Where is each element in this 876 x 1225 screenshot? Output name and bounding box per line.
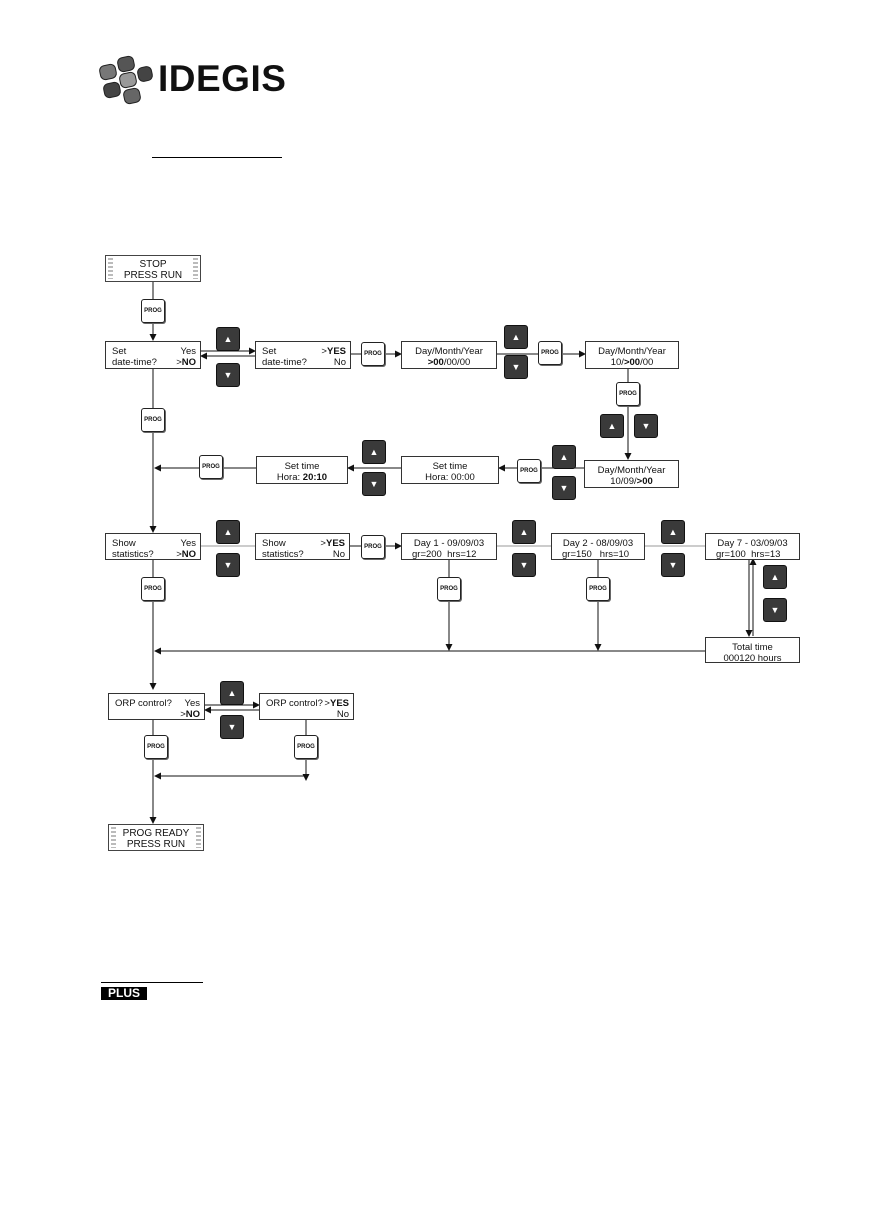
orp-yes-box: ORP control?>YES No xyxy=(259,693,354,720)
prog-button[interactable]: PROG xyxy=(141,299,165,323)
set-time-box-1: Set time Hora: 00:00 xyxy=(401,456,499,484)
up-arrow-button[interactable]: ▲ xyxy=(362,440,386,464)
prog-button[interactable]: PROG xyxy=(141,577,165,601)
dmy-year-box: Day/Month/Year 10/09/>00 xyxy=(584,460,679,488)
prog-button[interactable]: PROG xyxy=(538,341,562,365)
orp-no-box: ORP control?Yes >NO xyxy=(108,693,205,720)
up-arrow-button[interactable]: ▲ xyxy=(220,681,244,705)
day7-box: Day 7 - 03/09/03 gr=100 hrs=13 xyxy=(705,533,800,560)
title-underline xyxy=(152,157,282,158)
total-time-box: Total time 000120 hours xyxy=(705,637,800,664)
down-arrow-button[interactable]: ▼ xyxy=(512,553,536,577)
brand-name: IDEGIS xyxy=(158,58,287,99)
prog-button[interactable]: PROG xyxy=(517,459,541,483)
prog-button[interactable]: PROG xyxy=(361,535,385,559)
down-arrow-button[interactable]: ▼ xyxy=(634,414,658,438)
prog-button[interactable]: PROG xyxy=(144,735,168,759)
up-arrow-button[interactable]: ▲ xyxy=(763,565,787,589)
up-arrow-button[interactable]: ▲ xyxy=(512,520,536,544)
up-arrow-button[interactable]: ▲ xyxy=(600,414,624,438)
set-datetime-yes-box: Set>YES date-time?No xyxy=(255,341,351,369)
up-arrow-button[interactable]: ▲ xyxy=(504,325,528,349)
plus-badge: PLUS xyxy=(101,987,147,1000)
prog-button[interactable]: PROG xyxy=(294,735,318,759)
up-arrow-button[interactable]: ▲ xyxy=(216,520,240,544)
up-arrow-button[interactable]: ▲ xyxy=(552,445,576,469)
day1-box: Day 1 - 09/09/03 gr=200 hrs=12 xyxy=(401,533,497,560)
dmy-month-box: Day/Month/Year 10/>00/00 xyxy=(585,341,679,369)
up-arrow-button[interactable]: ▲ xyxy=(216,327,240,351)
prog-button[interactable]: PROG xyxy=(616,382,640,406)
prog-button[interactable]: PROG xyxy=(199,455,223,479)
down-arrow-button[interactable]: ▼ xyxy=(661,553,685,577)
down-arrow-button[interactable]: ▼ xyxy=(220,715,244,739)
statistics-yes-box: Show>YES statistics?No xyxy=(255,533,350,560)
down-arrow-button[interactable]: ▼ xyxy=(362,472,386,496)
dmy-day-box: Day/Month/Year >00/00/00 xyxy=(401,341,497,369)
day2-box: Day 2 - 08/09/03 gr=150 hrs=10 xyxy=(551,533,645,560)
up-arrow-button[interactable]: ▲ xyxy=(661,520,685,544)
prog-button[interactable]: PROG xyxy=(437,577,461,601)
prog-button[interactable]: PROG xyxy=(141,408,165,432)
prog-button[interactable]: PROG xyxy=(586,577,610,601)
down-arrow-button[interactable]: ▼ xyxy=(216,553,240,577)
down-arrow-button[interactable]: ▼ xyxy=(763,598,787,622)
set-time-box-2: Set time Hora: 20:10 xyxy=(256,456,348,484)
footer-line xyxy=(101,982,203,983)
idegis-logo xyxy=(99,55,153,105)
down-arrow-button[interactable]: ▼ xyxy=(552,476,576,500)
down-arrow-button[interactable]: ▼ xyxy=(216,363,240,387)
prog-button[interactable]: PROG xyxy=(361,342,385,366)
down-arrow-button[interactable]: ▼ xyxy=(504,355,528,379)
